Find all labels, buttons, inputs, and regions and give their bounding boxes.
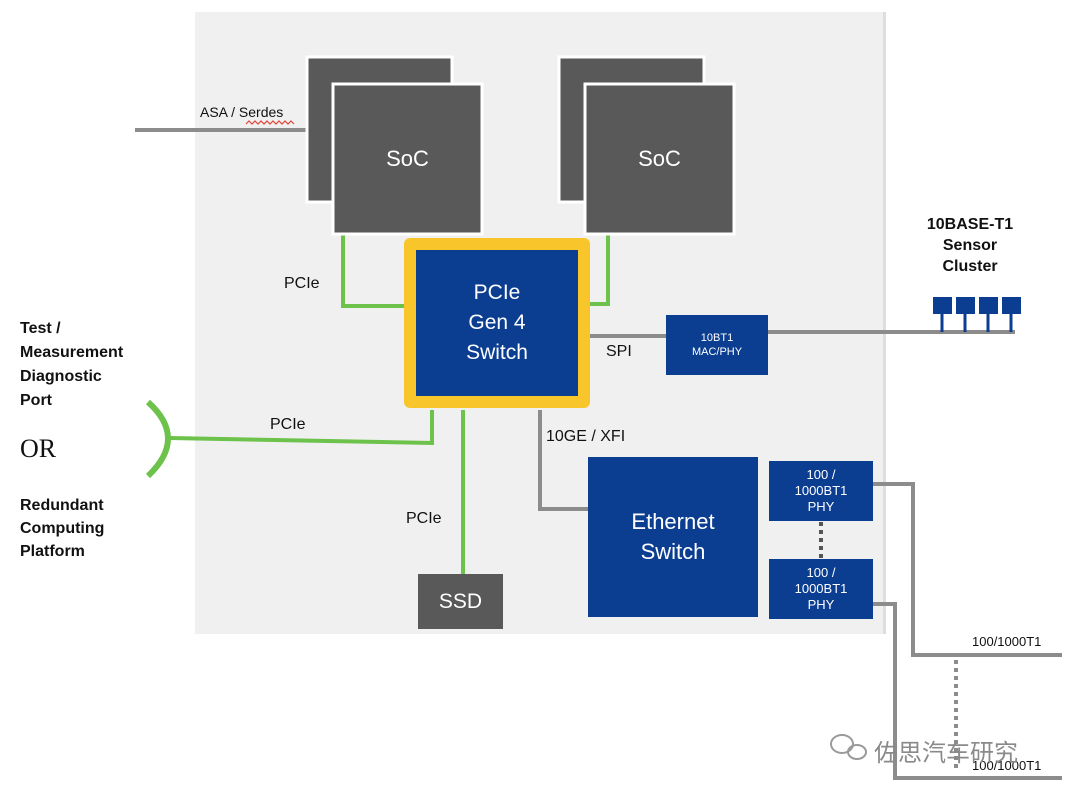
phy-top-out-line — [873, 482, 1062, 657]
gray-links — [135, 128, 1062, 780]
sensor-node-4 — [1002, 297, 1021, 314]
xfi-line — [538, 410, 588, 511]
phy-bottom-label: 100 / 1000BT1 PHY — [794, 565, 848, 612]
sensor-cluster-label: 10BASE-T1 Sensor Cluster — [926, 216, 1014, 275]
pcie-switch-core — [416, 250, 578, 396]
pcie-ssd-label: PCIe — [406, 510, 442, 527]
phy-bottom-box — [769, 559, 873, 619]
board-edge — [883, 12, 886, 634]
pcie-left-soc-line — [341, 232, 404, 308]
phy-top-label: 100 / 1000BT1 PHY — [794, 467, 848, 514]
sensor-node-3 — [979, 297, 998, 314]
ssd-box — [418, 574, 503, 629]
phy-top-box — [769, 461, 873, 521]
pcie-soc-label: PCIe — [284, 275, 320, 292]
phy-bottom-out-line — [873, 602, 1062, 780]
ssd-label: SSD — [438, 589, 483, 613]
pcie-links — [145, 232, 610, 574]
pcie-test-label: PCIe — [270, 416, 306, 433]
redundant-label: Redundant Computing Platform — [20, 497, 105, 560]
asa-spellcheck-squiggle — [245, 120, 295, 125]
sensor-cluster — [933, 297, 1021, 332]
or-label: OR — [20, 434, 57, 463]
wechat-bubble-small — [847, 744, 867, 760]
ge-xfi-label: 10GE / XFI — [546, 428, 626, 445]
ethernet-switch-box — [588, 457, 758, 617]
sensor-node-1 — [933, 297, 952, 314]
output-bottom-label: 100/1000T1 — [972, 758, 1042, 773]
soc-right-front — [583, 82, 736, 236]
asa-serdes-label: ASA / Serdes — [200, 104, 284, 120]
pcie-switch-label: PCIe Gen 4 Switch — [466, 281, 528, 364]
output-top-label: 100/1000T1 — [972, 634, 1042, 649]
watermark-text: 佐思汽车研究 — [874, 739, 1018, 767]
mac-phy-label: 10BT1 MAC/PHY — [691, 332, 743, 358]
pcie-right-soc-line — [590, 232, 610, 306]
pcie-test-line — [169, 410, 434, 446]
wechat-icon — [830, 734, 867, 760]
test-port-connector — [145, 399, 171, 479]
soc-left-front — [331, 82, 484, 236]
test-port-label: Test / Measurement Diagnostic Port — [20, 320, 124, 409]
wechat-bubble-large — [830, 734, 854, 754]
sensor-node-2 — [956, 297, 975, 314]
mac-phy-box — [666, 315, 768, 375]
soc-right-label: SoC — [638, 146, 681, 171]
ethernet-switch-label: Ethernet Switch — [631, 509, 715, 564]
soc-left-label: SoC — [386, 146, 429, 171]
spi-label: SPI — [606, 343, 632, 360]
